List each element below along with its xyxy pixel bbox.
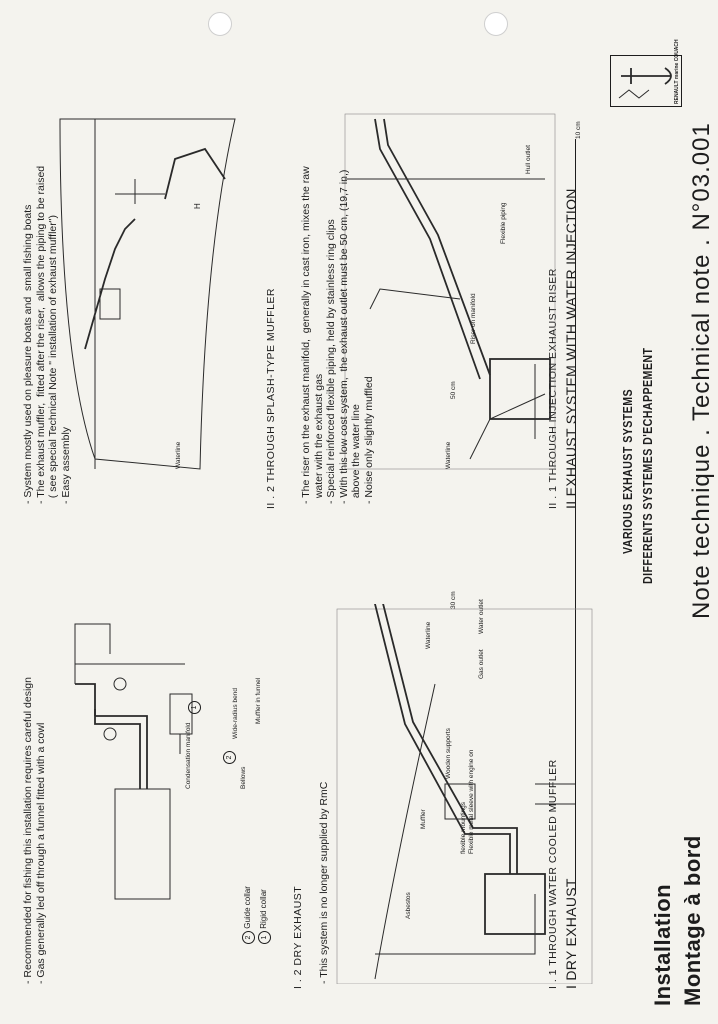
- label-10cm: 10 cm: [575, 121, 582, 139]
- brand-logo: RENAULT marine COUACH: [610, 39, 682, 107]
- punch-hole-right: [484, 12, 508, 36]
- legend-1-num: 1: [258, 931, 271, 944]
- legend-2-num: 2: [242, 931, 255, 944]
- subtitle-en: VARIOUS EXHAUST SYSTEMS: [620, 388, 635, 554]
- label-waterline-ii2: Waterline: [175, 441, 182, 469]
- legend-2: 2 Guide collar: [242, 886, 255, 944]
- label-30cm: 30 cm: [450, 591, 457, 609]
- label-waterline-ii1: Waterline: [445, 441, 452, 469]
- callout-2: 2: [223, 751, 236, 764]
- callout-1: 1: [188, 701, 201, 714]
- header-montage: Montage à bord: [680, 835, 705, 1006]
- notes-i2: - Recommended for fishing this installat…: [22, 677, 47, 984]
- legend-1: 1 Rigid collar: [258, 889, 271, 944]
- note-i1: - This system is no longer supplied by R…: [318, 781, 330, 984]
- label-asbestos: Asbestos: [405, 892, 412, 919]
- anchor-icon: [618, 67, 672, 99]
- subtitle-fr: DIFFERENTS SYSTEMES D'ECHAPPEMENT: [640, 347, 655, 584]
- diagram-splash-muffler: [59, 118, 236, 470]
- label-flex-sleeve: Flexible metal sleeve with engine on: [468, 749, 475, 854]
- punch-hole-left: [208, 12, 232, 36]
- diagram-dry-exhaust: [74, 623, 193, 900]
- label-flexible-piping: Flexible piping: [500, 202, 507, 244]
- label-bellows: Bellows: [240, 766, 247, 789]
- label-gas-outlet: Gas outlet: [478, 649, 485, 679]
- label-riser: Riser on manifold: [470, 293, 477, 344]
- label-flex-mountings: flexible mountings: [460, 801, 467, 854]
- label-waterline-i1: Waterline: [425, 621, 432, 649]
- notes-ii2: - System mostly used on pleasure boats a…: [22, 165, 72, 504]
- section-wet-title: II EXHAUST SYSTEM WITH WATER INJECTION: [563, 188, 579, 509]
- label-condensation-manifold: Condensation manifold: [185, 722, 192, 790]
- legend-2-label: Guide collar: [243, 886, 252, 929]
- diagram-injection-riser: [344, 113, 556, 470]
- label-wooden-supports: Wooden supports: [445, 728, 452, 779]
- logo-text: RENAULT marine COUACH: [674, 39, 680, 104]
- page-title: Note technique . Technical note . N°03.0…: [688, 122, 715, 619]
- label-muffler-i1: Muffler: [420, 809, 427, 829]
- notes-ii1: - The riser on the exhaust manifold, gen…: [300, 166, 375, 504]
- label-hull-outlet: Hull outlet: [525, 145, 532, 174]
- header-installation: Installation: [650, 883, 675, 1006]
- label-h: H: [193, 203, 202, 209]
- diagram-water-cooled-muffler: [336, 604, 593, 984]
- label-50cm: 50 cm: [450, 381, 457, 399]
- label-water-outlet: Water outlet: [478, 599, 485, 634]
- legend-1-label: Rigid collar: [259, 889, 268, 929]
- label-wide-bend: Wide-radius bend: [232, 688, 239, 739]
- label-muffler-funnel: Muffler in funnel: [255, 677, 262, 724]
